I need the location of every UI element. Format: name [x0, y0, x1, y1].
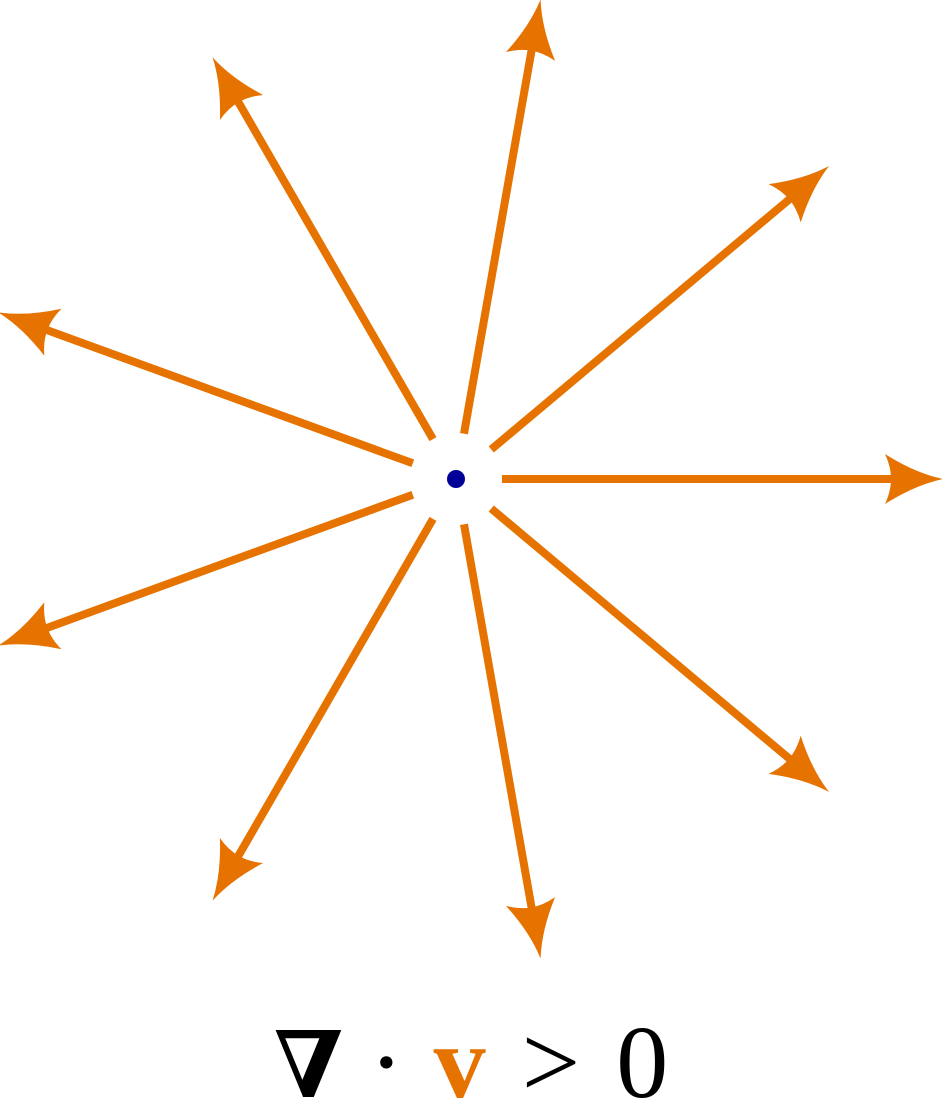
dot-operator: · — [368, 1005, 404, 1120]
arrow-shaft — [232, 95, 437, 442]
arrow — [488, 165, 830, 453]
arrow-shaft — [232, 516, 437, 863]
arrow — [212, 516, 437, 901]
arrowhead — [505, 0, 556, 61]
arrow — [0, 490, 415, 650]
arrowhead — [768, 735, 830, 793]
arrow-shaft — [488, 192, 797, 453]
arrow-shaft — [460, 44, 537, 435]
source-point — [447, 470, 465, 488]
arrow-shaft — [460, 523, 537, 914]
arrowhead — [212, 57, 264, 120]
arrowhead — [0, 308, 62, 356]
nabla-symbol: ∇ — [273, 1011, 343, 1119]
arrow — [502, 454, 942, 504]
arrow — [212, 57, 437, 442]
arrow-shaft — [488, 505, 797, 766]
arrowhead — [885, 454, 942, 504]
vector-v: v — [433, 1005, 486, 1120]
arrow — [488, 505, 830, 793]
zero: 0 — [616, 1005, 669, 1120]
arrow — [460, 523, 556, 959]
arrowhead — [505, 897, 556, 959]
greater-than: > — [521, 1005, 581, 1120]
divergence-equation: ∇· v >0 — [0, 1008, 942, 1120]
arrow-shaft — [40, 490, 415, 634]
arrow-shaft — [40, 324, 415, 468]
arrow — [0, 308, 415, 468]
arrowhead — [212, 838, 264, 901]
arrowhead — [0, 602, 62, 650]
arrow — [460, 0, 556, 435]
arrowhead — [768, 165, 830, 223]
outward-arrows — [0, 0, 942, 959]
